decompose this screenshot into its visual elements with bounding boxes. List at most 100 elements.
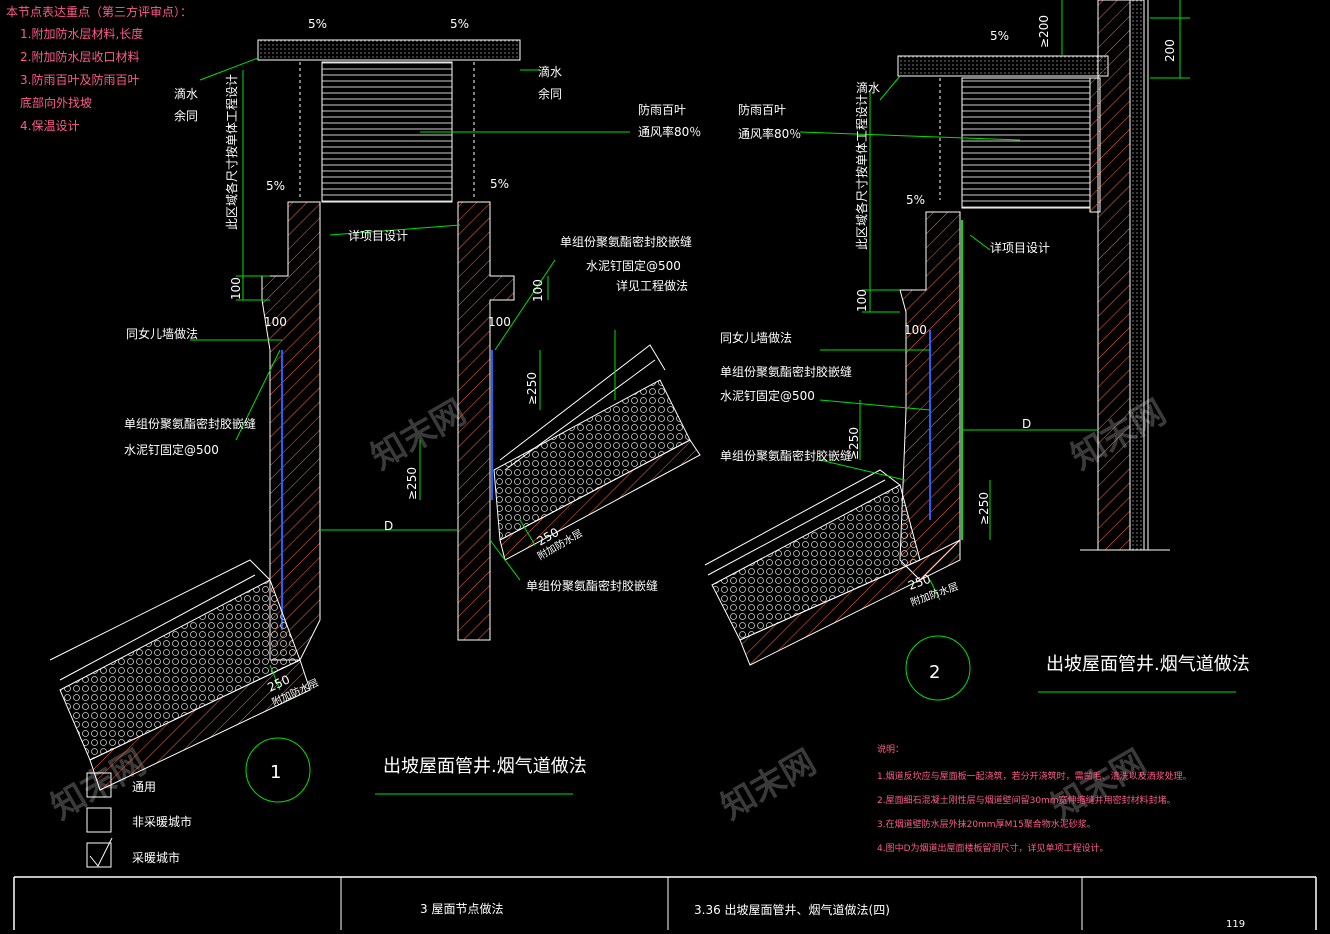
legend-checkbox[interactable] [86,772,112,798]
dimension-label: ≥250 [525,372,539,405]
review-notes: 本节点表达重点（第三方评审点）： 1.附加防水层材料,长度 2.附加防水层收口材… [6,4,192,133]
detail-number: 2 [929,662,940,683]
section-name: 3 屋面节点做法 [420,901,503,916]
dimension-label-D: D [1022,417,1031,431]
roof-slab-right [499,439,701,561]
dimension-label: 100 [904,323,927,337]
legend-checkbox[interactable] [86,807,112,833]
detail-number-circle [245,737,311,803]
nail-label: 水泥钉固定@500 [124,442,219,457]
review-note-item: 2.附加防水层收口材料 [20,49,139,64]
frame-column [1089,77,1101,213]
nail-label: 水泥钉固定@500 [720,388,815,403]
watermark: 知末网 [715,742,823,828]
leader-line [799,131,1021,141]
dimension-label: 100 [229,277,243,300]
wall-insulation [1129,0,1145,551]
watermark: 知末网 [1045,742,1153,828]
leader-line [494,259,556,351]
dimension-label: ≥200 [1037,15,1051,48]
leader-line [879,75,901,101]
parapet-label: 同女儿墙做法 [720,330,792,345]
review-note-item: 4.保温设计 [20,119,79,133]
leader-line [235,349,281,441]
dimension-label: ≥250 [977,492,991,525]
sealant-label: 单组份聚氨酯密封胶嵌缝 [526,578,658,593]
dimension-label: ≥250 [847,427,861,460]
roof-tiles-right [499,344,666,461]
sealant-label: 单组份聚氨酯密封胶嵌缝 [720,364,852,379]
drip-label: 余同 [538,86,562,101]
watermark: 知末网 [365,392,473,478]
louver-panel [961,77,1091,209]
title-block: 3 屋面节点做法 3.36 出坡屋面管井、烟气道做法(四) 119 [13,876,1317,930]
roof-tiles-left [59,574,256,681]
dimension-label: ≥250 [405,467,419,500]
detail-2-drawing: 2 出坡屋面管井.烟气道做法 5% ≥200 200 滴水 防雨百叶 通风率80… [704,0,1250,701]
vertical-note: 此区域各尺寸按单体工程设计 [224,74,239,230]
see-project-label: 详项目设计 [990,240,1050,255]
dimension-label: 200 [1163,39,1177,62]
right-shaft-wall [457,201,515,641]
cap-slab [257,39,521,61]
detail-title: 出坡屋面管井.烟气道做法 [1046,654,1250,675]
dimension-label: 100 [488,315,511,329]
note-item: 3.在烟道壁防水层外抹20mm厚M15聚合物水泥砂浆。 [877,818,1096,830]
review-note-item: 1.附加防水层材料,长度 [20,26,143,41]
see-project-label: 详项目设计 [348,228,408,243]
notes: 说明： 1.烟道反坎应与屋面板一起浇筑，若分开浇筑时，需凿毛、清洗以及洒浆处理。… [877,743,1192,854]
slope-label: 5% [490,177,509,191]
slope-label: 5% [906,193,925,207]
leader-line [819,399,931,411]
louver-label: 防雨百叶 [738,102,786,117]
roof-slab-left [89,659,311,791]
leader-line [199,57,259,81]
detail-1-drawing: 1 出坡屋面管井.烟气道做法 5% 5% 滴水 余同 滴水 余同 防雨百叶 通风… [49,17,701,803]
dimension-label: 100 [855,289,869,312]
drawing-name: 3.36 出坡屋面管井、烟气道做法(四) [694,902,890,917]
drip-label: 滴水 [174,86,198,101]
sealant-label: 单组份聚氨酯密封胶嵌缝 [720,448,852,463]
legend-checkbox-checked[interactable] [86,842,112,868]
vertical-note: 此区域各尺寸按单体工程设计 [854,94,869,250]
review-note-item: 底部向外找坡 [20,95,92,110]
dimension-line [929,579,941,601]
parapet-label: 同女儿墙做法 [126,326,198,341]
left-shaft-wall [261,201,321,661]
check-mark-icon [89,837,113,867]
roof-tiles-right [504,359,656,471]
detail-number-circle [905,635,971,701]
roof-tiles [707,479,886,576]
roof-tiles [704,469,901,566]
leader-line [969,234,991,251]
slope-label: 5% [450,17,469,31]
building-wall [1097,0,1131,551]
detail-number: 1 [270,762,281,783]
dimension-label: 100 [264,315,287,329]
sealant-label: 单组份聚氨酯密封胶嵌缝 [124,416,256,431]
dimension-label-D: D [384,519,393,533]
dimension-line [519,519,536,546]
notes-title: 说明： [877,743,904,755]
drip-label: 滴水 [538,64,562,79]
drip-label: 余同 [174,108,198,123]
slope-label: 5% [990,29,1009,43]
review-note-item: 3.防雨百叶及防雨百叶 [20,72,139,87]
slope-label: 5% [266,179,285,193]
sealant-label: 单组份聚氨酯密封胶嵌缝 [560,234,692,249]
cap-slab [897,55,1109,77]
drip-label: 滴水 [856,80,880,95]
nail-label: 水泥钉固定@500 [586,258,681,273]
note-item: 4.图中D为烟道出屋面楼板留洞尺寸，详见单项工程设计。 [877,842,1109,854]
note-item: 2.屋面细石混凝土刚性层与烟道壁间留30mm宽伸缩缝并用密封材料封堵。 [877,794,1176,806]
legend-label: 非采暖城市 [132,814,192,829]
leader-line [329,224,461,236]
louver-label: 通风率80％ [638,124,701,139]
detail-title: 出坡屋面管井.烟气道做法 [383,756,587,777]
review-notes-title: 本节点表达重点（第三方评审点）： [6,4,192,19]
see-method-label: 详见工程做法 [616,278,688,293]
slope-label: 5% [308,17,327,31]
leader-line [819,459,906,481]
